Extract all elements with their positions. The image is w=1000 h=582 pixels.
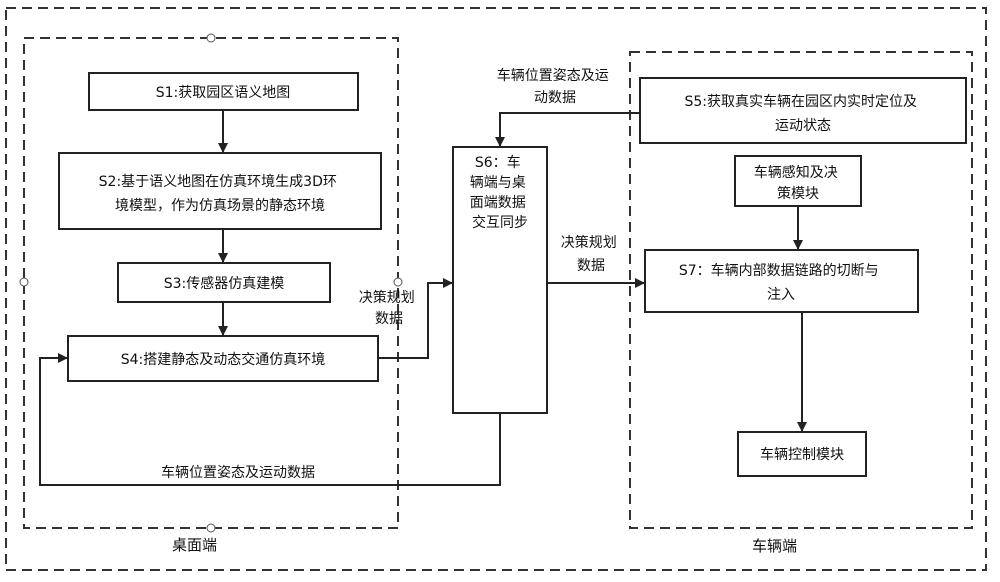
s2-line: 境模型，作为仿真场景的静态环境	[115, 198, 325, 214]
flow-label-pose-top: 车辆位置姿态及运 动数据	[497, 67, 613, 106]
s6-text: S6：车 辆端与桌 面端数据 交互同步	[470, 154, 530, 231]
s5-text: S5:获取真实车辆在园区内实时定位及 运动状态	[685, 93, 922, 134]
vehicle-label: 车辆端	[752, 537, 797, 555]
flow-label-line: 数据	[375, 311, 403, 327]
flow-label-decision-right: 决策规划 数据	[561, 234, 621, 274]
s7-line: S7：车辆内部数据链路的切断与	[679, 262, 879, 279]
handle-right	[393, 277, 403, 287]
s5-line: S5:获取真实车辆在园区内实时定位及	[685, 93, 918, 110]
s5-line: 运动状态	[775, 118, 831, 134]
s1-box	[88, 72, 359, 111]
s6-box	[452, 146, 548, 414]
arrow-s6-s4-feedback	[39, 353, 501, 486]
s6-line: 交互同步	[472, 214, 528, 231]
handle-left	[19, 277, 29, 287]
s7-box	[644, 249, 919, 313]
s4-line: S4:搭建静态及动态交通仿真环境	[121, 351, 326, 368]
control-text: 车辆控制模块	[760, 446, 844, 463]
flow-label-decision-left: 决策规划 数据	[359, 289, 419, 327]
s2-text: S2:基于语义地图在仿真环境生成3D环 境模型，作为仿真场景的静态环境	[99, 173, 342, 214]
s2-box	[58, 152, 382, 230]
s3-line: S3:传感器仿真建模	[164, 275, 285, 292]
s4-box	[67, 335, 379, 382]
desktop-label: 桌面端	[172, 536, 217, 554]
s7-text: S7：车辆内部数据链路的切断与 注入	[679, 262, 883, 303]
s4-text: S4:搭建静态及动态交通仿真环境	[121, 351, 326, 368]
handle-bottom	[206, 523, 216, 533]
flow-label-line: 决策规划	[359, 289, 415, 306]
s2-line: S2:基于语义地图在仿真环境生成3D环	[99, 173, 337, 190]
control-line: 车辆控制模块	[760, 446, 844, 463]
perception-line: 策模块	[777, 185, 819, 202]
arrow-s4-s6	[378, 278, 453, 359]
arrow-s5-s6	[495, 112, 640, 147]
flow-label-line: 数据	[577, 258, 605, 274]
s1-line: S1:获取园区语义地图	[156, 85, 291, 101]
s6-line: S6：车	[475, 154, 521, 171]
s3-text: S3:传感器仿真建模	[164, 275, 285, 292]
outer-frame	[5, 7, 987, 571]
vehicle-region	[629, 51, 973, 529]
perception-line: 车辆感知及决	[754, 164, 838, 181]
s6-line: 辆端与桌	[470, 175, 526, 191]
s6-line: 面端数据	[470, 195, 526, 211]
s1-text: S1:获取园区语义地图	[156, 85, 291, 101]
flow-label-pose-bottom: 车辆位置姿态及运动数据	[161, 464, 315, 481]
s5-box	[639, 77, 967, 144]
flow-label-line: 决策规划	[561, 234, 617, 251]
perception-text: 车辆感知及决 策模块	[754, 164, 842, 202]
handle-top	[206, 33, 216, 43]
flow-label-line: 动数据	[534, 90, 576, 106]
flow-label-line: 车辆位置姿态及运	[497, 67, 609, 84]
s7-line: 注入	[767, 287, 795, 303]
control-box	[737, 431, 867, 477]
